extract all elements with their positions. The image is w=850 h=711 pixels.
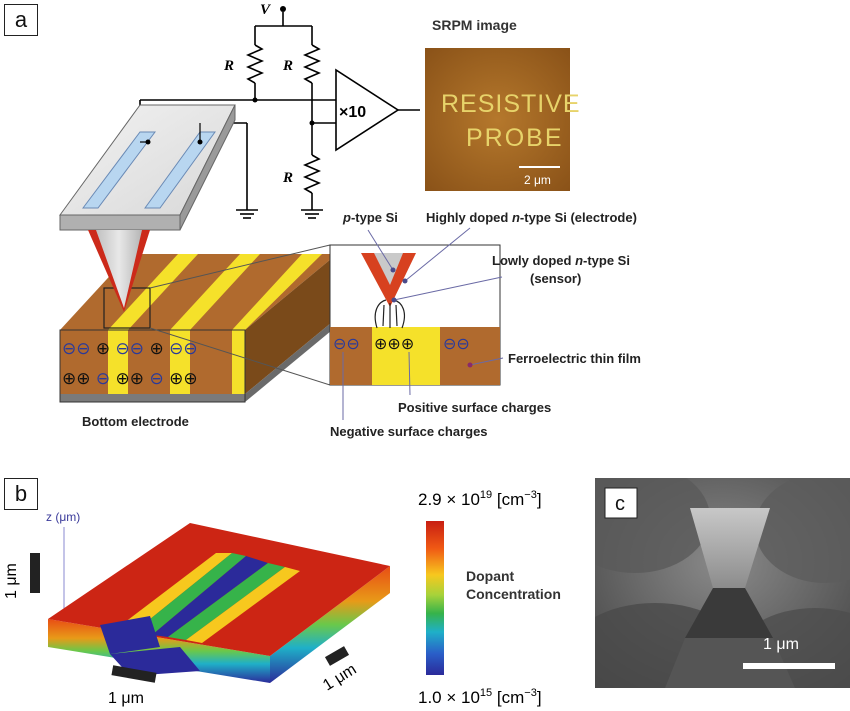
label-positive-charges: Positive surface charges — [398, 400, 551, 415]
colorbar-title-line1: Dopant — [466, 568, 515, 584]
scalebar-vertical — [30, 553, 40, 593]
colorbar-max-label: 2.9 × 1019 [cm−3] — [418, 489, 542, 509]
resistor-label-1: R — [223, 58, 234, 74]
charge-row-top: ⊖⊖ ⊕ ⊖⊖ ⊕ ⊖⊖ — [62, 339, 198, 359]
svg-text:c: c — [615, 493, 625, 515]
panel-c-sem-image: c 1 μm — [595, 478, 850, 688]
svg-text:⊖⊖: ⊖⊖ — [333, 334, 360, 353]
svg-text:⊕⊕⊕: ⊕⊕⊕ — [374, 334, 414, 353]
svg-text:⊖⊖: ⊖⊖ — [443, 334, 470, 353]
dopant-3d-surface — [48, 523, 390, 683]
panel-a-tag: a — [4, 4, 38, 36]
panel-b-tag: b — [4, 478, 38, 510]
scale-vertical-label: 1 μm — [3, 563, 20, 599]
srpm-scale-label: 2 μm — [524, 173, 551, 187]
zoom-inset: ⊖⊖ ⊕⊕⊕ ⊖⊖ — [329, 244, 501, 386]
scalebar-front — [111, 665, 157, 683]
srpm-image-title: SRPM image — [432, 17, 517, 33]
colorbar: 2.9 × 1019 [cm−3] Dopant Concentration 1… — [418, 489, 561, 707]
panel-c-tag — [604, 487, 638, 519]
resistor-label-2: R — [282, 58, 293, 74]
label-p-type-si: p-type Si — [342, 210, 398, 225]
scalebar-right — [324, 646, 350, 666]
sem-scalebar — [743, 663, 835, 669]
sem-scale-label: 1 μm — [763, 636, 799, 653]
panel-b-figure: z (μm) 1 μm 1 μm 1 μm 2.9 × 1019 [cm−3] … — [3, 489, 561, 707]
scale-front-label: 1 μm — [108, 690, 144, 707]
label-sensor: (sensor) — [530, 271, 581, 286]
srpm-text-line1: RESISTIVE — [441, 90, 581, 118]
cantilever — [59, 104, 236, 312]
colorbar-min-label: 1.0 × 1015 [cm−3] — [418, 687, 542, 707]
srpm-text-line2: PROBE — [466, 124, 564, 152]
srpm-image: RESISTIVE PROBE 2 μm — [425, 48, 581, 191]
voltage-node — [280, 6, 286, 12]
z-axis-label: z (μm) — [46, 510, 80, 524]
charge-row-bottom: ⊕⊕ ⊖ ⊕⊕ ⊖ ⊕⊕ — [62, 369, 198, 389]
voltage-label: V — [260, 2, 272, 18]
scale-right-label: 1 μm — [320, 661, 359, 694]
label-negative-charges: Negative surface charges — [330, 424, 488, 439]
label-bottom-electrode: Bottom electrode — [82, 414, 189, 429]
label-ferroelectric: Ferroelectric thin film — [508, 351, 641, 366]
amplifier-gain-label: ×10 — [339, 104, 366, 121]
panel-a-figure: V R R R ×10 SRPM image RESISTIVE PROBE 2… — [59, 2, 641, 439]
colorbar-title-line2: Concentration — [466, 586, 561, 602]
resistor-label-3: R — [282, 170, 293, 186]
label-lowly-doped: Lowly doped n-type Si — [492, 253, 630, 268]
label-highly-doped: Highly doped n-type Si (electrode) — [426, 210, 637, 225]
